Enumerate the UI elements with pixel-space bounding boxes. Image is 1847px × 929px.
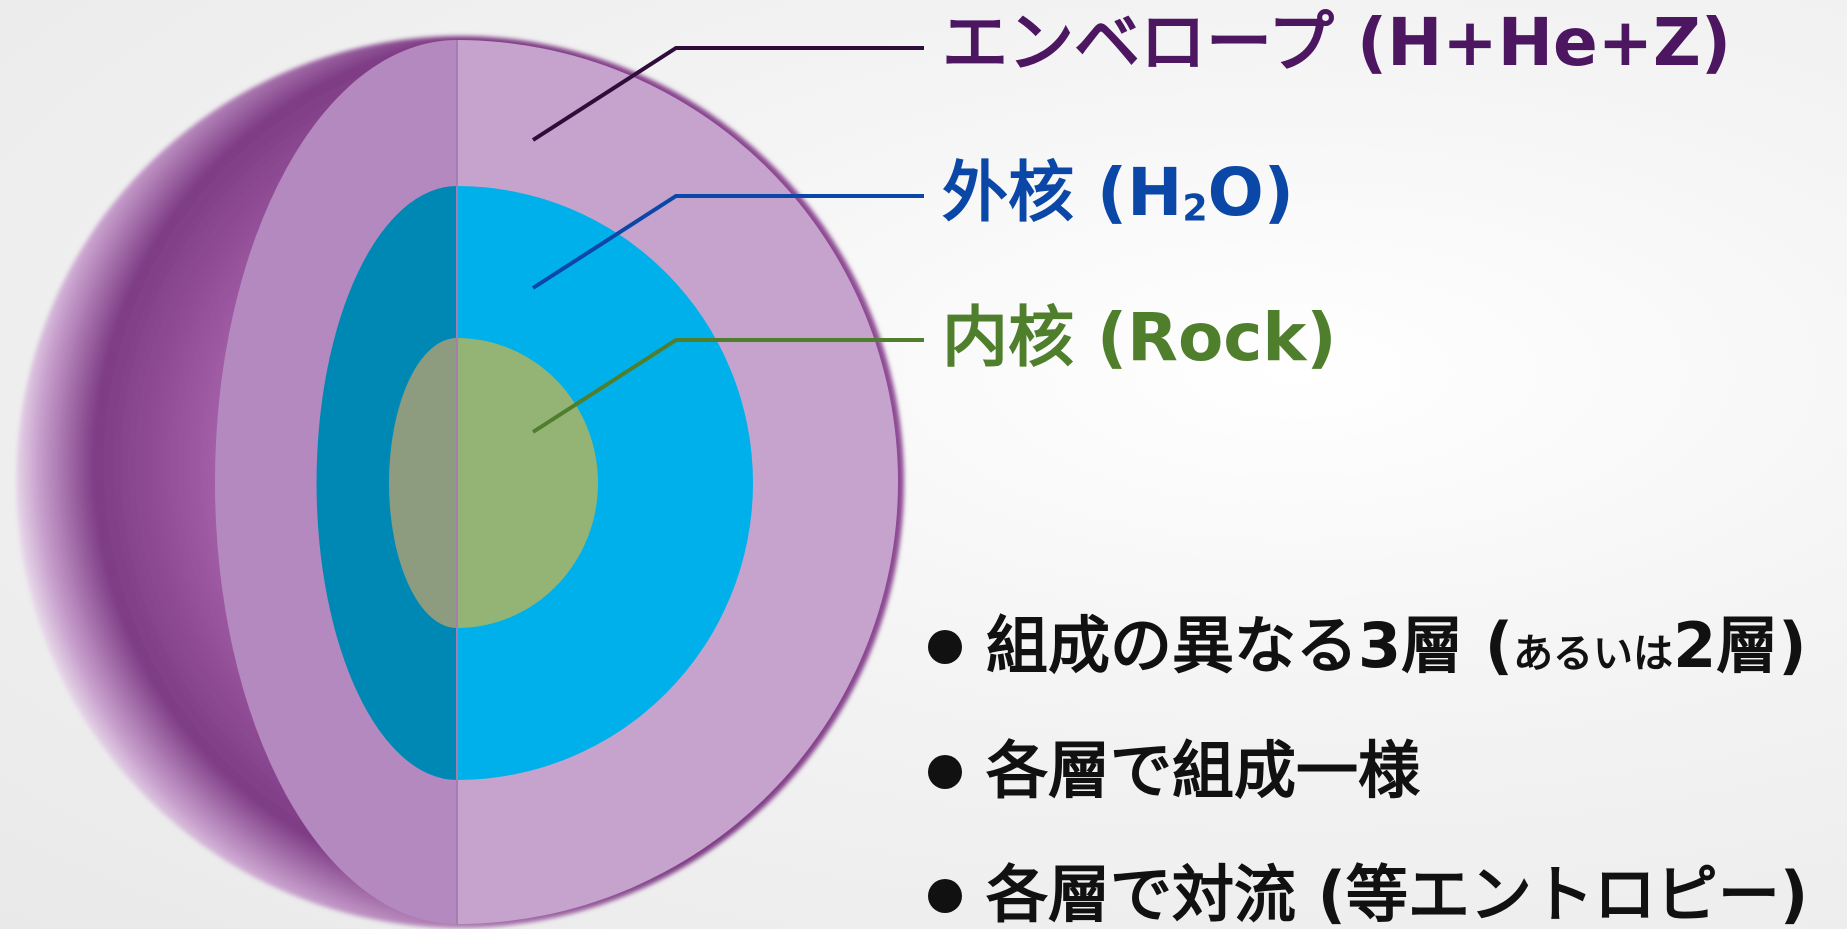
bullet-item: 各層で対流 (等エントロピー): [928, 864, 1808, 926]
inner-core-left: [389, 338, 457, 628]
bullet-text: 各層で組成一様: [986, 734, 1421, 807]
bullet-dot-icon: [928, 754, 962, 789]
bullet-dot-icon: [928, 878, 962, 913]
outer-core-leader-line: [531, 194, 924, 290]
outer-core-right: [457, 186, 753, 780]
bullet-item: 各層で組成一様: [928, 740, 1420, 802]
bullet-tail-text: 2層): [1673, 609, 1807, 682]
bullet-text: 組成の異なる3層 (: [986, 609, 1514, 682]
outer-core-label-suffix: O): [1207, 154, 1294, 231]
outer-core-label: 外核 (H2O): [942, 160, 1294, 230]
envelope-leader-line: [531, 46, 924, 142]
outer-core-label-subscript: 2: [1182, 186, 1208, 230]
bullet-small-text: あるいは: [1513, 631, 1674, 677]
inner-core-leader-line: [531, 338, 924, 434]
bullet-dot-icon: [928, 629, 962, 664]
envelope-label: エンベロープ (H+He+Z): [942, 4, 1732, 81]
bullet-item: 組成の異なる3層 (あるいは2層): [928, 615, 1807, 677]
bullet-text: 各層で対流 (等エントロピー): [986, 858, 1809, 929]
outer-core-left: [316, 186, 457, 780]
outer-core-label-prefix: 外核 (H: [942, 154, 1183, 231]
inner-core-label: 内核 (Rock): [942, 299, 1337, 376]
